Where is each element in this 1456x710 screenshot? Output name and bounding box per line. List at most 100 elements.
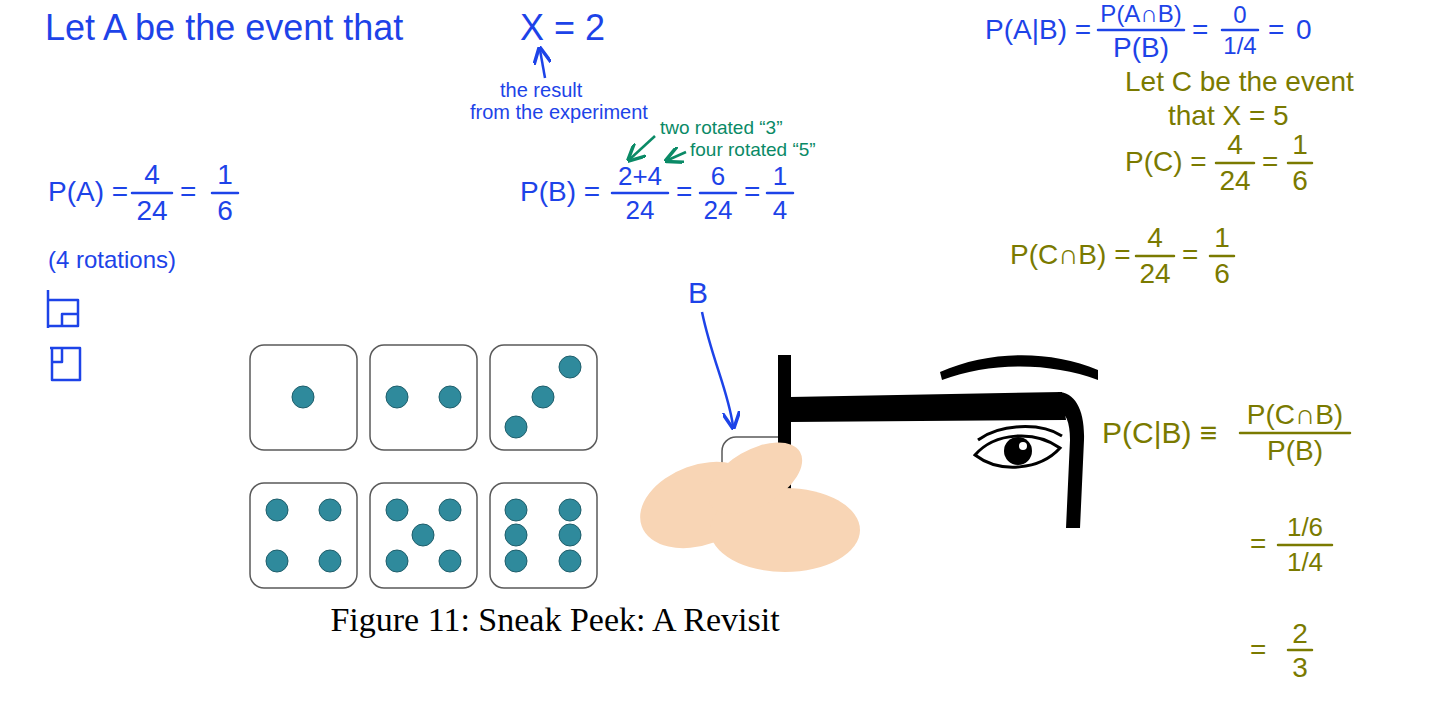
equation-term: P(C∩B) = [1010,241,1130,269]
fraction-numerator: 2+4 [618,163,662,189]
die-pip [559,550,581,572]
fraction-numerator: 1 [773,163,787,189]
fraction-denominator: 6 [1292,167,1308,195]
handwritten-note: that X = 5 [1168,102,1289,130]
die-pips [266,356,581,572]
die-pip [266,550,288,572]
fraction-numerator: 0 [1233,3,1246,27]
equation-term: P(B) = [520,178,600,206]
equation-term: P(A) = [48,178,128,206]
pointer-arrow [668,152,686,160]
fraction-numerator: 4 [1227,131,1243,159]
equation-operator: = [744,178,760,206]
fraction-bar [700,192,736,195]
callout-letter: B [688,278,708,308]
fraction-bar [1210,255,1234,258]
fraction-numerator: 1/6 [1287,514,1323,540]
equation-operator: = [180,178,196,206]
die-pip [505,499,527,521]
fraction-numerator: 4 [1147,224,1163,252]
fraction-denominator: 6 [1214,260,1230,288]
die-face [370,483,477,588]
equation-term: 0 [1296,16,1312,44]
fraction-numerator: P(C∩B) [1247,401,1343,429]
hand-blob [696,428,814,528]
fraction-bar [132,192,172,195]
die-pip [439,550,461,572]
fraction-bars [132,30,1350,650]
eyebrow [940,355,1098,380]
pointer-arrow [630,136,655,159]
eye-highlight [1019,442,1027,450]
equation-operator: = [1250,530,1266,558]
equation-term: P(C) = [1125,148,1207,176]
annotation: two rotated “3” [660,118,783,137]
fraction-numerator: 4 [144,161,160,189]
glasses-temple [790,392,1066,422]
die-pip [386,386,408,408]
die-pip [505,416,527,438]
figure-caption: Figure 11: Sneak Peek: A Revisit [330,603,779,637]
die-pip [505,524,527,546]
fraction-denominator: 24 [1219,167,1250,195]
iris [1004,437,1032,465]
die-pip [319,550,341,572]
fraction-bar [1098,29,1184,32]
die-pip [439,499,461,521]
equation-operator: = [1262,148,1278,176]
fraction-denominator: 24 [704,197,733,223]
fraction-numerator: P(A∩B) [1100,2,1181,26]
equation-operator: = [1192,16,1208,44]
die-face [250,345,357,450]
fraction-bar [1278,544,1332,547]
fraction-bar [1288,649,1312,652]
fraction-denominator: 6 [217,197,233,225]
fraction-bar [767,192,793,195]
fraction-bar [612,192,668,195]
annotation: from the experiment [470,102,648,122]
die-pip [292,386,314,408]
die-face [250,483,357,588]
die-pip [319,499,341,521]
dice-faces [250,345,597,588]
glasses-lens-rim [1056,392,1084,528]
fraction-denominator: 24 [626,197,655,223]
fraction-denominator: 1/4 [1287,549,1323,575]
fraction-denominator: 4 [773,197,787,223]
die-face [370,345,477,450]
fraction-denominator: P(B) [1113,34,1169,62]
fraction-denominator: 1/4 [1223,34,1256,58]
fraction-bar [212,192,238,195]
equation-term: P(A|B) = [985,16,1091,44]
handwritten-note: Let C be the event [1125,68,1354,96]
fraction-numerator: 1 [1292,131,1308,159]
fraction-bar [1288,162,1312,165]
fraction-numerator: 1 [1214,224,1230,252]
pointer-arrow [540,50,545,78]
die-pip [439,386,461,408]
fraction-bar [1222,29,1258,32]
die-pip [559,524,581,546]
die-pip [386,550,408,572]
fraction-numerator: 2 [1292,620,1308,648]
pointer-arrow [702,312,733,426]
eye [975,436,1060,467]
fraction-bar [1240,432,1350,435]
fraction-denominator: P(B) [1267,437,1323,465]
equation-operator: = [1268,16,1284,44]
die-pip [266,499,288,521]
handwritten-note: Let A be the event that [45,10,403,46]
equation-term: P(C|B) ≡ [1102,418,1217,448]
die-pip [559,499,581,521]
hand [628,428,860,572]
equation-operator: = [1182,241,1198,269]
fraction-denominator: 24 [1139,260,1170,288]
fraction-numerator: 6 [711,163,725,189]
equation-operator: = [1250,636,1266,664]
die-face [490,483,597,588]
rotation-sketch [48,290,78,328]
die-pip [412,524,434,546]
annotation: the result [500,80,582,100]
fraction-numerator: 1 [217,161,233,189]
handwritten-note: (4 rotations) [48,248,176,272]
